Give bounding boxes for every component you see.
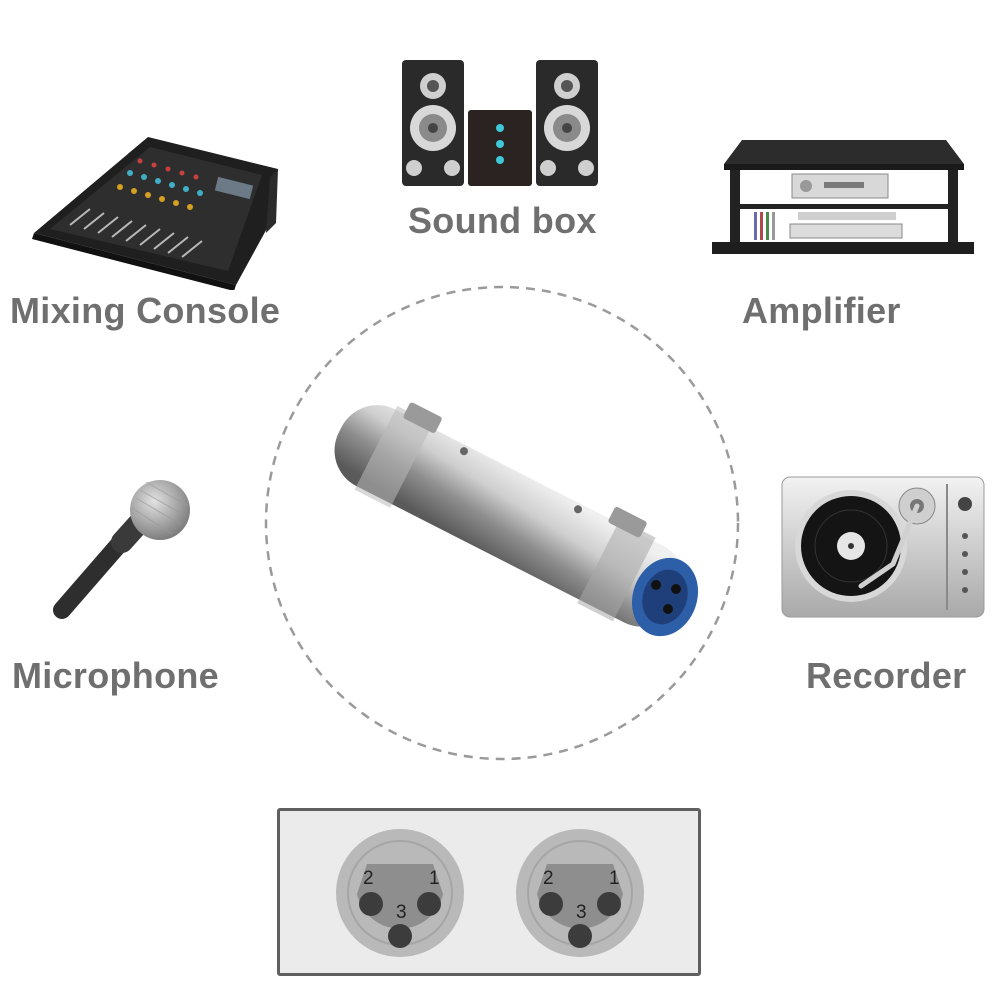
mixing-console-label: Mixing Console [10,290,281,331]
microphone-label: Microphone [12,655,219,696]
pin-label-3: 3 [576,902,587,923]
amplifier-label: Amplifier [742,290,901,331]
turntable-recorder-icon [781,476,985,618]
speaker-system-icon [398,58,603,190]
xlr-connector-face: 2 1 3 [335,828,465,958]
mixing-console-icon [30,125,280,290]
pin-label-3: 3 [396,902,407,923]
pin-label-2: 2 [543,868,554,889]
xlr-pinout-panel: 2 1 3 2 1 3 [277,808,701,976]
pin-label-1: 1 [429,868,440,889]
microphone-icon [48,472,198,622]
adapter-highlight-circle [262,283,742,763]
pin-label-1: 1 [609,868,620,889]
amplifier-icon [712,138,974,258]
pin-label-2: 2 [363,868,374,889]
recorder-label: Recorder [806,655,967,696]
xlr-female-female-coupler-icon [310,375,710,660]
sound-box-label: Sound box [408,200,597,241]
xlr-connector-face: 2 1 3 [515,828,645,958]
